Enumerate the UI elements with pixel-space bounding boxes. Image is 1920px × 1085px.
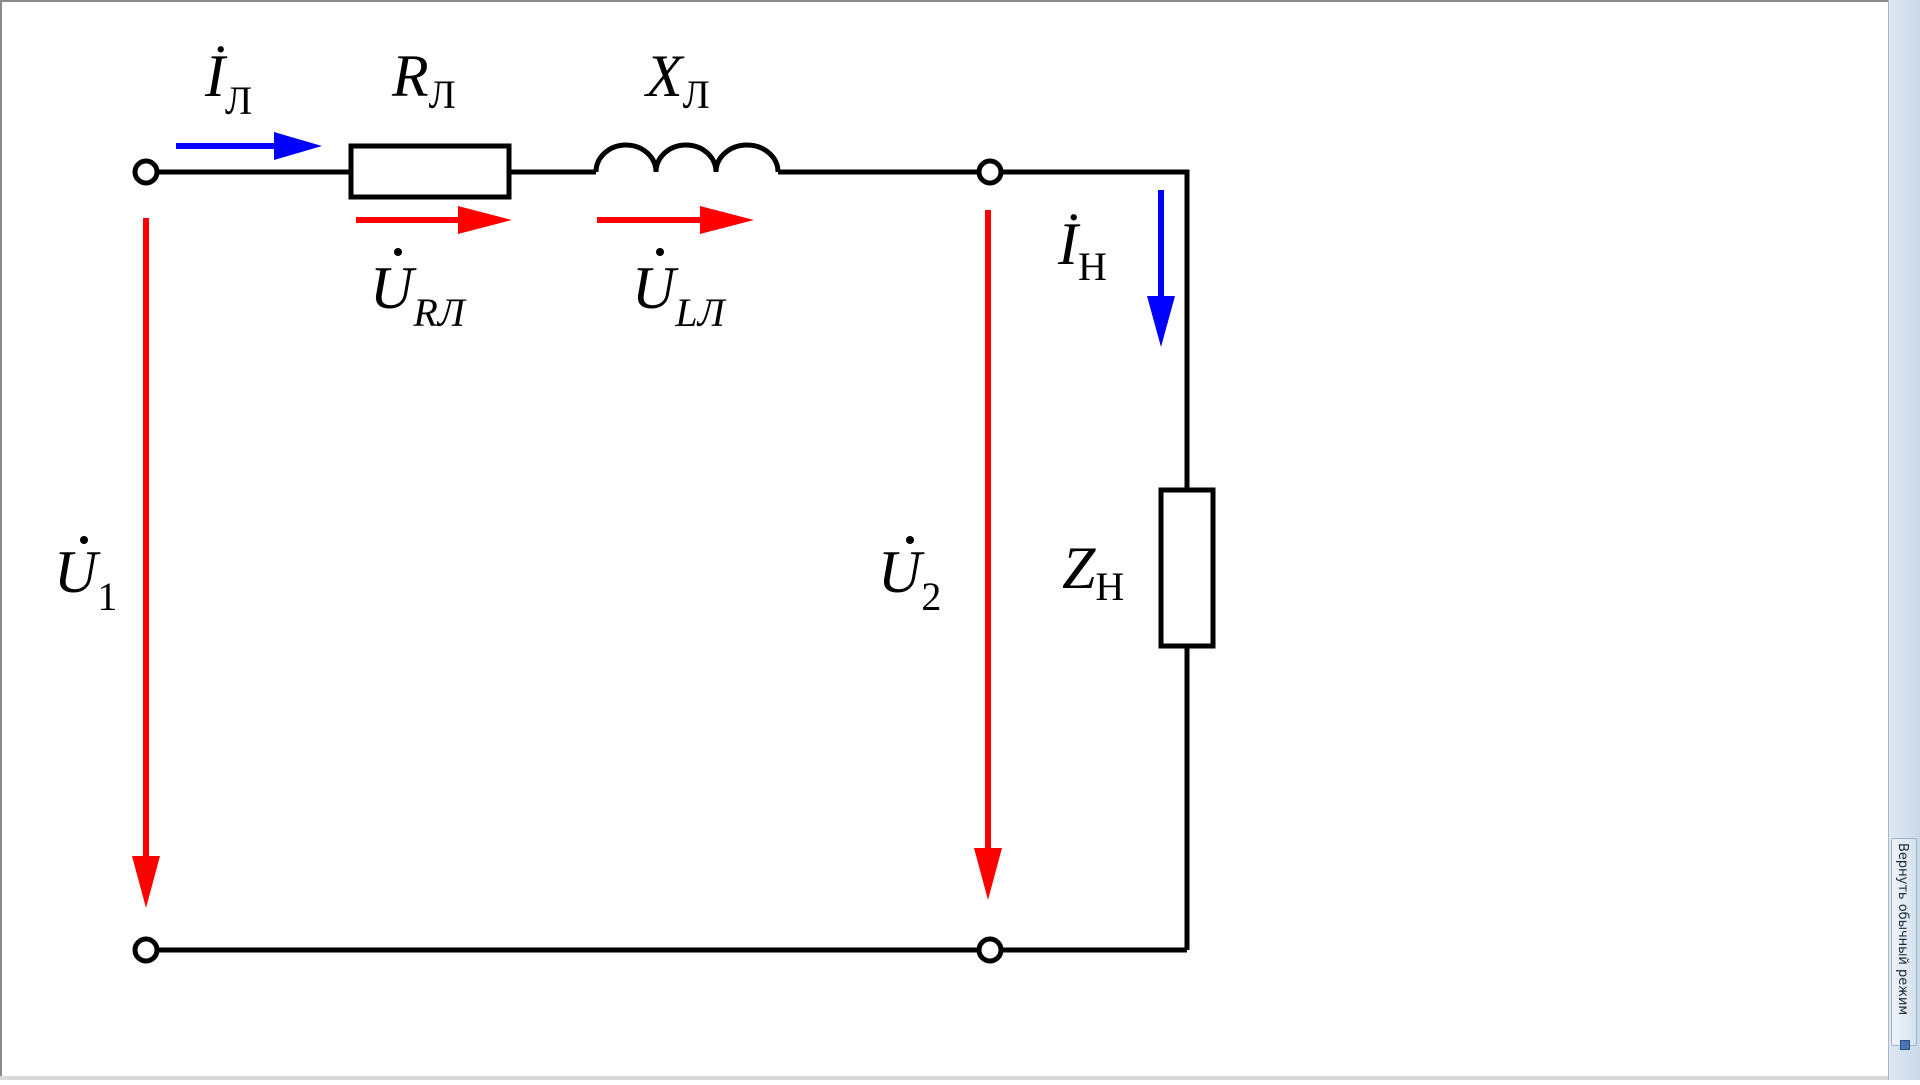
- load-impedance: [1158, 487, 1216, 649]
- arrow-current-load: [1147, 190, 1175, 347]
- window-top-border: [0, 0, 1888, 2]
- label-i-load: İН: [1057, 211, 1107, 289]
- label-u2: U2: [878, 539, 941, 619]
- restore-corner-icon[interactable]: [1900, 1040, 1910, 1050]
- window-bottom-border: [0, 1076, 1888, 1080]
- label-u-l-line: ULЛ: [632, 255, 727, 335]
- dot-u1: [80, 536, 88, 544]
- dot-u-l-line: [656, 248, 664, 256]
- restore-button-label: Вернуть обычный режим: [1895, 843, 1910, 1016]
- arrow-voltage-u1: [132, 218, 160, 908]
- terminal-input-bottom: [132, 936, 160, 964]
- label-i-line: İЛ: [204, 43, 252, 123]
- arrow-voltage-u2: [974, 210, 1002, 900]
- terminal-output-top: [976, 158, 1004, 186]
- label-u1: U1: [54, 539, 117, 619]
- label-x-line: XЛ: [644, 43, 710, 117]
- label-z-load: ZН: [1062, 535, 1124, 609]
- label-r-line: RЛ: [391, 43, 456, 117]
- dot-u-r-line: [394, 248, 402, 256]
- arrow-current-line: [176, 132, 322, 160]
- inductor-line: [593, 142, 781, 173]
- arrow-voltage-inductor: [597, 206, 754, 234]
- resistor-line: [348, 143, 512, 200]
- terminal-output-bottom: [976, 936, 1004, 964]
- restore-normal-mode-button[interactable]: Вернуть обычный режим: [1891, 838, 1917, 1046]
- label-u-r-line: URЛ: [370, 255, 467, 335]
- window-left-border: [0, 0, 2, 1080]
- dot-u2: [906, 536, 914, 544]
- wire-right-upper: [1001, 169, 1190, 490]
- terminal-input-top: [132, 158, 160, 186]
- arrow-voltage-resistor: [356, 206, 512, 234]
